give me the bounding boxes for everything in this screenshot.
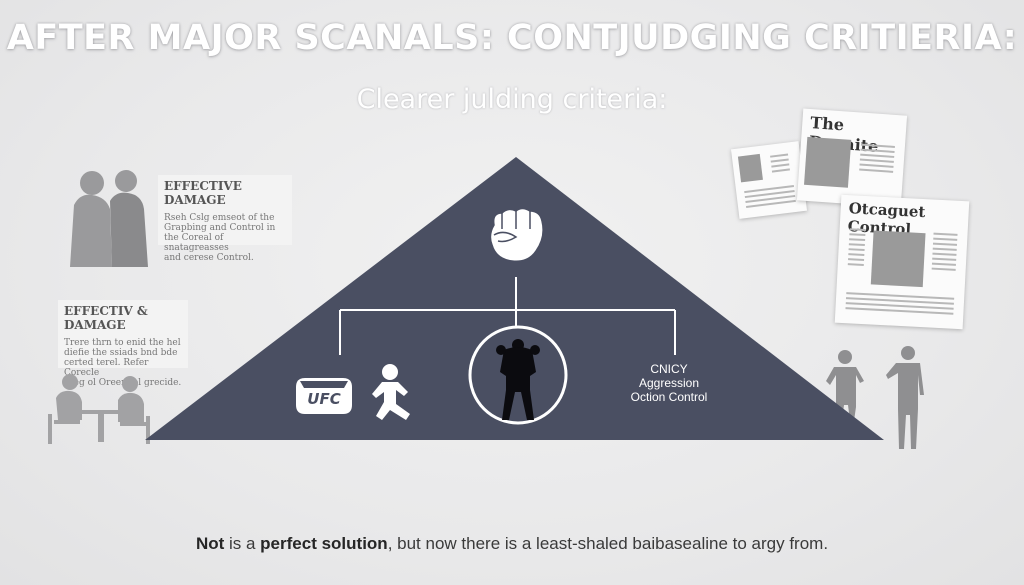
headline: AFTER MAJOR SCANALS: CONTJUDGING CRITIER… [6,18,1018,58]
card-title: EFFECTIVE DAMAGE [164,179,242,207]
people-arguing-figure [826,346,924,449]
criteria-line-1: CNICY [650,362,687,376]
footer-caption: Not is a perfect solution, but now there… [0,534,1024,554]
pyramid-connector-lines [339,277,676,355]
card-body: Rseh Cslg emseot of the Grapbing and Con… [164,213,276,263]
card-body: Trere thrn to enid the hel diefie the ss… [64,338,182,388]
footer-text-2: , but now there is a least-shaled baibas… [387,534,829,553]
footer-bold-1: Not [195,534,225,553]
criteria-line-2: Aggression [639,376,699,390]
ufc-logo-text: UFC [307,390,340,408]
fighter-silhouette-icon [468,325,568,425]
people-at-table-figure [48,374,150,444]
subhead: Clearer julding criteria: [356,84,668,115]
card-title: EFFECTIV & DAMAGE [64,304,148,332]
pyramid-shape [145,157,884,440]
footer-text-1: is a [224,534,261,553]
footer-bold-2: perfect solution [260,534,388,553]
people-talking-figure [70,170,148,267]
ufc-logo: UFC [296,378,352,414]
effective-damage-card-2: EFFECTIV & DAMAGE Trere thrn to enid the… [58,300,188,388]
fist-icon [489,207,544,263]
effective-damage-card: EFFECTIVE DAMAGE Rseh Cslg emseot of the… [158,175,292,263]
fighter-kick-icon [372,364,410,420]
criteria-line-3: Oction Control [631,390,708,404]
